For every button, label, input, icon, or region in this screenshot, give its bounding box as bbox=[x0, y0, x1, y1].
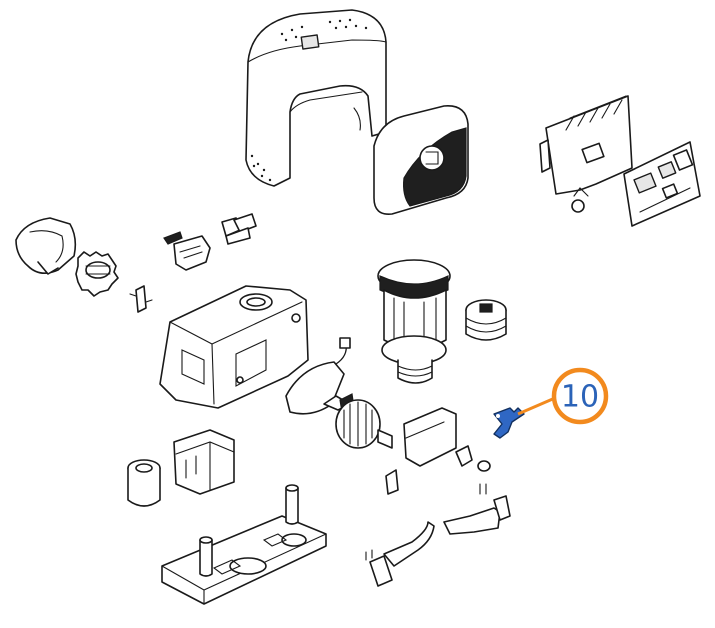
transformer bbox=[173, 429, 235, 495]
limit-switch-spring-right bbox=[443, 495, 511, 535]
control-box-cover bbox=[373, 105, 469, 215]
highlighted-part-10[interactable] bbox=[493, 407, 525, 439]
pulley bbox=[465, 299, 507, 341]
gear-guard bbox=[15, 217, 77, 275]
control-board bbox=[539, 95, 633, 213]
gearbox-housing bbox=[159, 285, 309, 409]
callout-number: 10 bbox=[561, 380, 599, 415]
callout-10[interactable]: 10 bbox=[551, 367, 609, 425]
rotor-armature bbox=[323, 393, 393, 449]
pinion-gear bbox=[75, 251, 119, 297]
small-bracket bbox=[129, 285, 153, 313]
cover-hood bbox=[245, 9, 387, 187]
release-key bbox=[163, 231, 211, 271]
motor-stator bbox=[377, 259, 451, 384]
callout-leader-line bbox=[517, 396, 556, 416]
limit-switch-spring-left bbox=[365, 521, 435, 587]
connector-clips bbox=[221, 213, 257, 245]
electronic-board bbox=[623, 141, 701, 227]
encoder-bracket bbox=[385, 407, 491, 495]
capacitor bbox=[127, 459, 161, 507]
base-plate bbox=[161, 484, 327, 605]
